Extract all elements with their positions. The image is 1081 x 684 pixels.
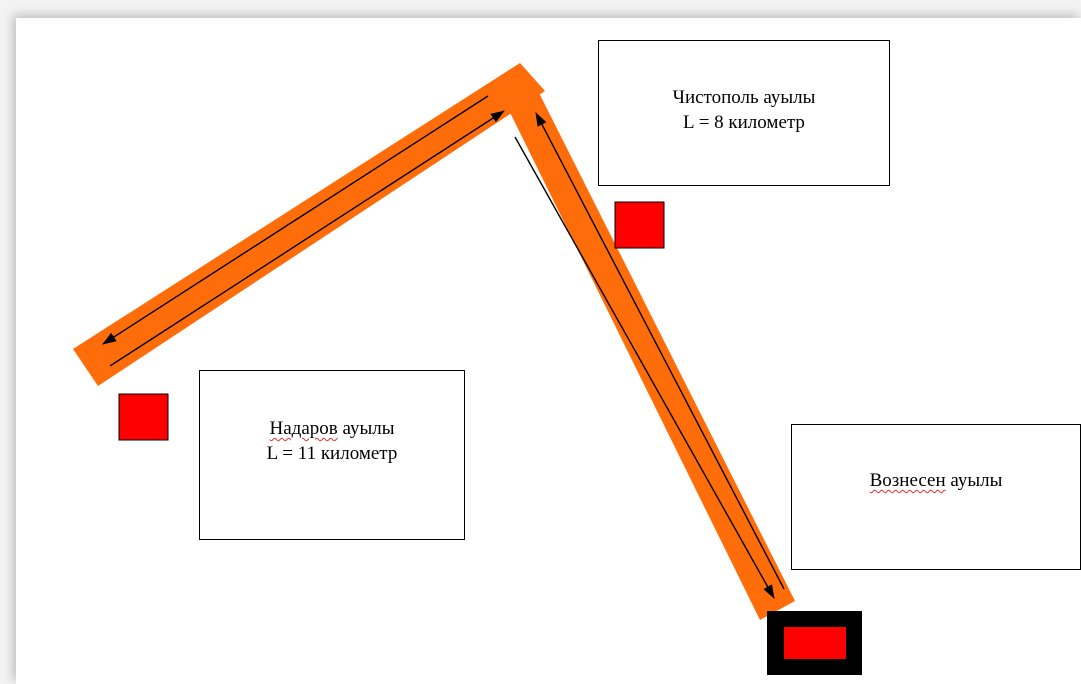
marker-nadarov (118, 393, 169, 441)
village-name-nadarov-rest: ауылы (337, 418, 395, 439)
arrow-to-chistopol (109, 110, 505, 367)
village-box-voznesen: Вознесен ауылы (791, 424, 1081, 570)
arrow-to-voznesen (514, 136, 775, 599)
arrow-to-nadarov (102, 95, 489, 345)
arrow-from-voznesen (535, 112, 785, 590)
road-segment-chistopol-voznesen (495, 79, 795, 620)
village-box-chistopol: Чистополь ауылы L = 8 километр (598, 40, 890, 186)
village-name-nadarov-underlined: Надаров (269, 418, 338, 439)
distance-nadarov: L = 11 километр (266, 443, 398, 464)
village-name-voznesen: Вознесен ауылы (792, 468, 1080, 493)
start-point-marker (784, 627, 846, 659)
village-box-nadarov: Надаров ауылы L = 11 километр (199, 370, 465, 540)
village-name-voznesen-underlined: Вознесен (869, 470, 946, 491)
marker-chistopol (614, 201, 665, 249)
village-name-nadarov: Надаров ауылы (200, 416, 464, 441)
village-name-voznesen-rest: ауылы (945, 470, 1003, 491)
road-segment-nadarov-chistopol (73, 63, 545, 386)
village-name-chistopol: Чистополь ауылы (672, 87, 816, 108)
distance-chistopol: L = 8 километр (683, 112, 805, 133)
